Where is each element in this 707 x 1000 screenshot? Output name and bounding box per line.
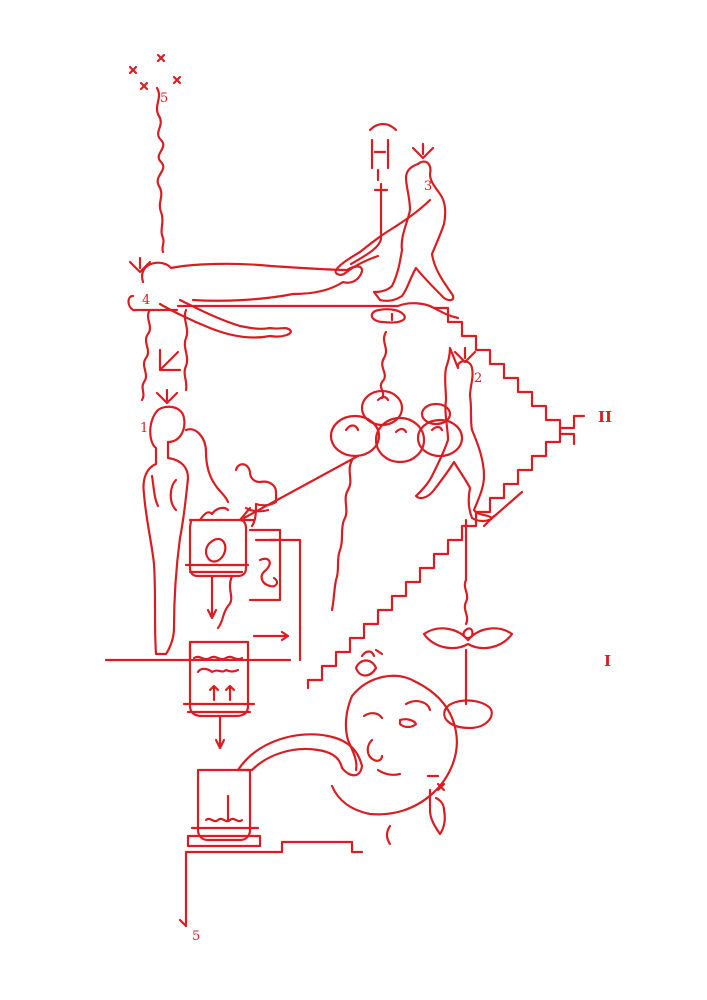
column-line xyxy=(183,308,189,392)
standing-figure-1 xyxy=(142,388,230,656)
walking-figure-3 xyxy=(334,142,455,302)
machine-apparatus xyxy=(184,463,282,630)
figure-4-label: 4 xyxy=(142,293,150,308)
platform-line xyxy=(176,302,460,320)
figure-1-label: 1 xyxy=(140,421,148,436)
labels-group: 5 3 4 2 1 II I 5 xyxy=(140,91,612,944)
measure-symbol xyxy=(368,122,398,182)
small-figure xyxy=(426,774,446,836)
staircase-lower xyxy=(306,414,586,690)
figure-2-label: 2 xyxy=(474,371,482,386)
line-drawing xyxy=(104,53,586,928)
top-5-label: 5 xyxy=(160,91,168,106)
apples-cluster xyxy=(329,308,464,612)
roman-one-label: I xyxy=(604,652,611,670)
lower-cylinder xyxy=(182,640,256,750)
squiggle-line xyxy=(155,86,165,254)
plant-flower xyxy=(422,518,514,730)
roman-two-label: II xyxy=(598,408,612,426)
bottom-5-label: 5 xyxy=(192,929,200,944)
diagonal-arrow-icon xyxy=(158,348,182,372)
ground-line xyxy=(104,640,292,662)
bottom-connector xyxy=(178,910,188,928)
reaching-figure-2 xyxy=(414,346,494,523)
bottom-cylinder xyxy=(186,768,262,848)
cross-symbol xyxy=(349,182,389,266)
staircase-upper xyxy=(432,306,576,446)
dashed-connector-left xyxy=(140,308,152,402)
arrow-right xyxy=(252,630,290,642)
lying-figure-4 xyxy=(127,256,364,339)
base-steps xyxy=(184,840,364,914)
stars-icon xyxy=(128,53,182,91)
figure-3-label: 3 xyxy=(424,179,432,194)
tube xyxy=(236,733,364,777)
head-face xyxy=(330,648,458,846)
